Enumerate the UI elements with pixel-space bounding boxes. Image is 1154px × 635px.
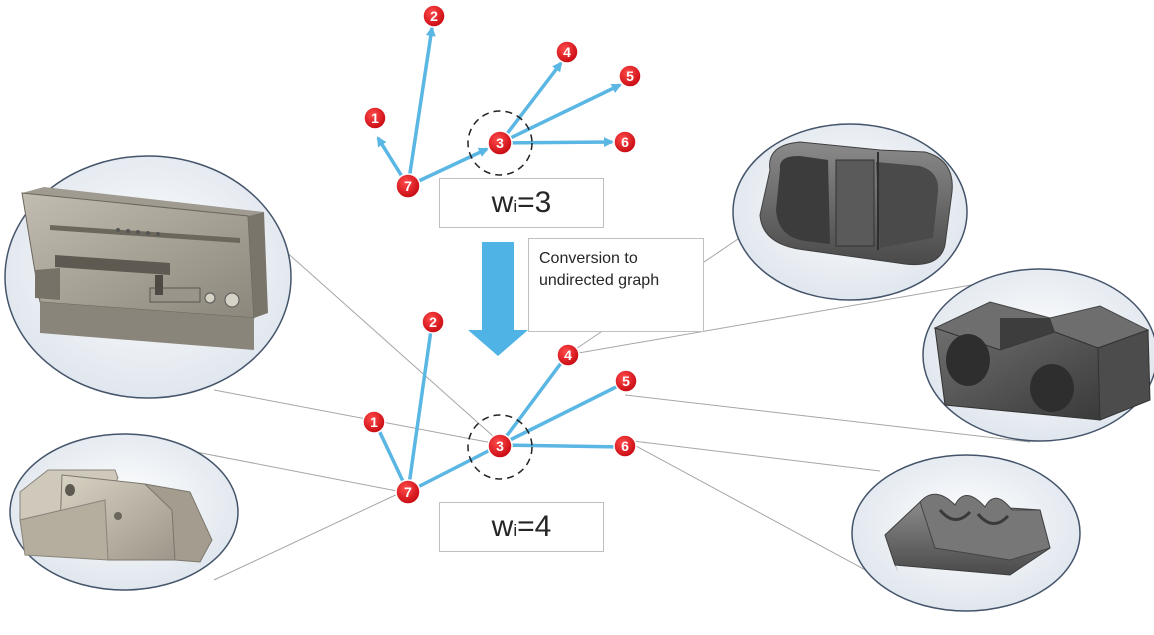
weight-value: =4 xyxy=(517,510,552,543)
weight-symbol: w xyxy=(491,186,514,219)
svg-text:3: 3 xyxy=(496,438,504,454)
bottom-node-2[interactable]: 2 xyxy=(421,310,445,334)
svg-text:5: 5 xyxy=(626,68,634,84)
svg-text:2: 2 xyxy=(430,8,438,24)
svg-text:7: 7 xyxy=(404,178,412,194)
top-node-4[interactable]: 4 xyxy=(555,40,579,64)
svg-text:5: 5 xyxy=(622,373,630,389)
bottom-graph-nodes: 1 2 3 4 5 6 7 xyxy=(362,310,638,505)
svg-text:6: 6 xyxy=(621,438,629,454)
weight-subscript: i xyxy=(513,521,518,540)
svg-text:2: 2 xyxy=(429,314,437,330)
bottom-node-3[interactable]: 3 xyxy=(487,433,513,459)
focus-circle-bottom xyxy=(467,414,533,480)
top-node-2[interactable]: 2 xyxy=(422,4,446,28)
bottom-node-4[interactable]: 4 xyxy=(556,343,580,367)
svg-text:4: 4 xyxy=(563,44,571,60)
top-node-3[interactable]: 3 xyxy=(487,130,513,156)
part-housing xyxy=(4,155,292,399)
top-graph-nodes: 1 2 3 4 5 6 7 xyxy=(363,4,642,199)
top-node-1[interactable]: 1 xyxy=(363,106,387,130)
top-node-6[interactable]: 6 xyxy=(613,130,637,154)
bottom-node-1[interactable]: 1 xyxy=(362,410,386,434)
part-oval-spacer xyxy=(732,123,968,301)
conversion-arrow xyxy=(468,242,528,356)
bottom-graph-edges xyxy=(374,322,627,494)
bottom-node-5[interactable]: 5 xyxy=(614,369,638,393)
top-node-7[interactable]: 7 xyxy=(395,173,421,199)
weight-symbol: w xyxy=(491,510,514,543)
part-bracket xyxy=(922,268,1154,442)
top-node-5[interactable]: 5 xyxy=(618,64,642,88)
weight-subscript: i xyxy=(513,197,518,216)
svg-text:1: 1 xyxy=(371,110,379,126)
part-corner-block xyxy=(9,433,239,591)
svg-text:4: 4 xyxy=(564,347,572,363)
bottom-node-6[interactable]: 6 xyxy=(613,434,637,458)
svg-text:1: 1 xyxy=(370,414,378,430)
svg-text:3: 3 xyxy=(496,135,504,151)
focus-circle-top xyxy=(467,110,533,176)
weight-value: =3 xyxy=(517,186,552,219)
part-saddle xyxy=(851,454,1081,612)
svg-text:7: 7 xyxy=(404,484,412,500)
top-graph-edges xyxy=(376,26,622,188)
svg-text:6: 6 xyxy=(621,134,629,150)
conversion-text: Conversion to undirected graph xyxy=(539,250,660,289)
bottom-node-7[interactable]: 7 xyxy=(395,479,421,505)
conversion-label: Conversion to undirected graph xyxy=(528,238,704,332)
